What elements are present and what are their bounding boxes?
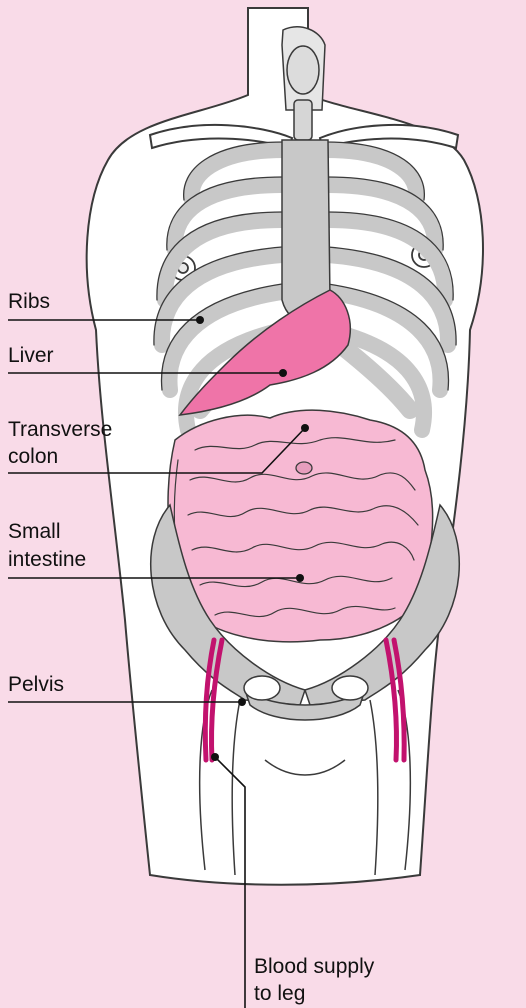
ribs-label: Ribs xyxy=(8,290,50,314)
liver-label: Liver xyxy=(8,344,54,368)
transverse-colon-label-line1: Transverse xyxy=(8,418,112,442)
transverse-colon-label-line2: colon xyxy=(8,445,58,469)
small-intestine-label-line2: intestine xyxy=(8,548,86,572)
small-intestine-label-line1: Small xyxy=(8,520,61,544)
blood-supply-label-line2: to leg xyxy=(254,982,305,1006)
small-intestine xyxy=(168,410,433,642)
navel xyxy=(296,462,312,474)
pelvis-label: Pelvis xyxy=(8,673,64,697)
blood-supply-label-line1: Blood supply xyxy=(254,955,374,979)
